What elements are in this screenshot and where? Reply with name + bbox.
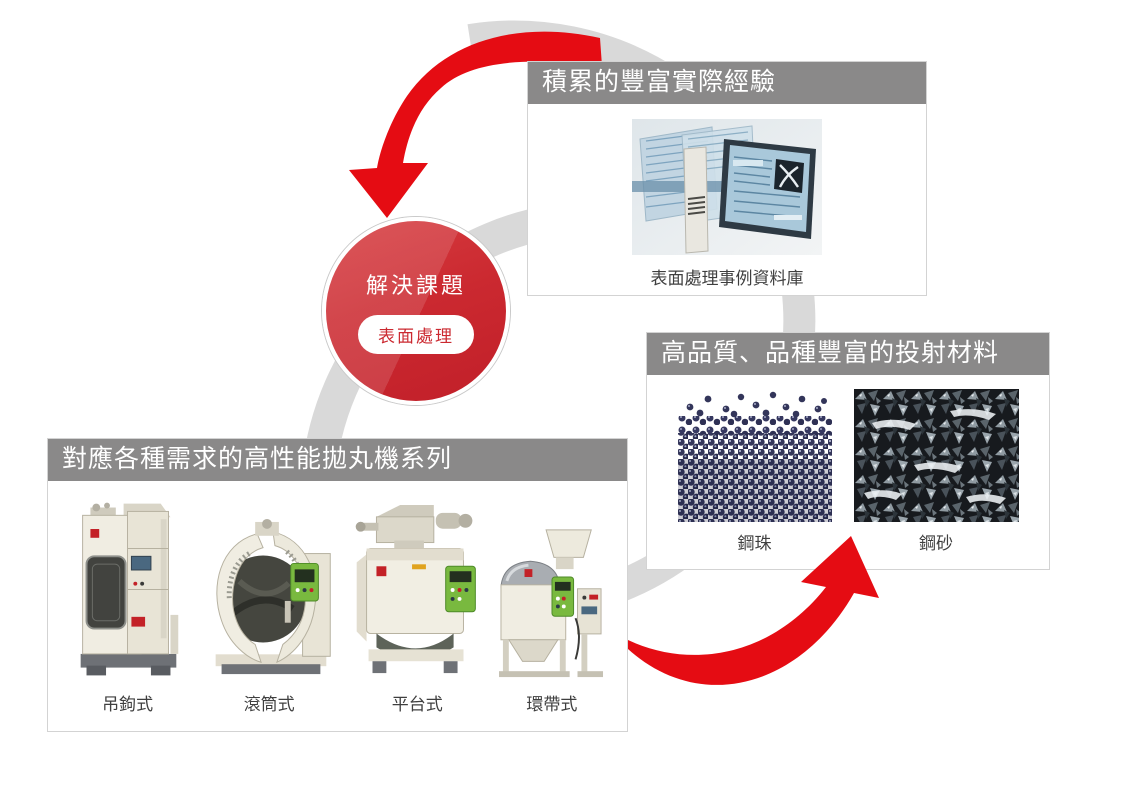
machine-hook-type-image bbox=[80, 502, 178, 675]
machine-item: 吊鉤式 bbox=[67, 487, 189, 715]
case-database-photo bbox=[632, 118, 822, 255]
steel-shot-photo bbox=[677, 388, 832, 522]
case-database-caption: 表面處理事例資料庫 bbox=[650, 268, 804, 288]
machine-caption: 環帶式 bbox=[526, 694, 578, 714]
steel-grit-caption: 鋼砂 bbox=[919, 533, 953, 553]
panel-machines-header: 對應各種需求的高性能拋丸機系列 bbox=[48, 439, 627, 481]
machine-belt-type-image bbox=[499, 528, 604, 677]
material-item: 鋼砂 bbox=[853, 388, 1019, 554]
material-item: 鋼珠 bbox=[677, 388, 832, 554]
steel-shot-caption: 鋼珠 bbox=[737, 533, 772, 553]
hub-circle: 解決課題 表面處理 bbox=[322, 217, 510, 405]
machine-drum-type-image bbox=[215, 518, 331, 674]
machine-item: 滾筒式 bbox=[199, 487, 339, 715]
machine-item: 環帶式 bbox=[495, 487, 608, 715]
machine-caption: 滾筒式 bbox=[243, 694, 295, 714]
machine-item: 平台式 bbox=[350, 487, 485, 715]
hub-title: 解決課題 bbox=[365, 273, 466, 298]
panel-experience: 積累的豐富實際經驗 bbox=[527, 61, 927, 296]
panel-materials-header: 高品質、品種豐富的投射材料 bbox=[647, 333, 1049, 375]
steel-grit-photo bbox=[853, 388, 1019, 522]
machine-caption: 吊鉤式 bbox=[102, 694, 154, 714]
panel-machines: 對應各種需求的高性能拋丸機系列 bbox=[47, 438, 628, 732]
panel-experience-header: 積累的豐富實際經驗 bbox=[528, 62, 926, 104]
machine-table-type-image bbox=[355, 504, 476, 673]
hub-pill-badge: 表面處理 bbox=[358, 315, 474, 354]
panel-materials: 高品質、品種豐富的投射材料 bbox=[646, 332, 1050, 570]
machine-caption: 平台式 bbox=[391, 694, 443, 714]
